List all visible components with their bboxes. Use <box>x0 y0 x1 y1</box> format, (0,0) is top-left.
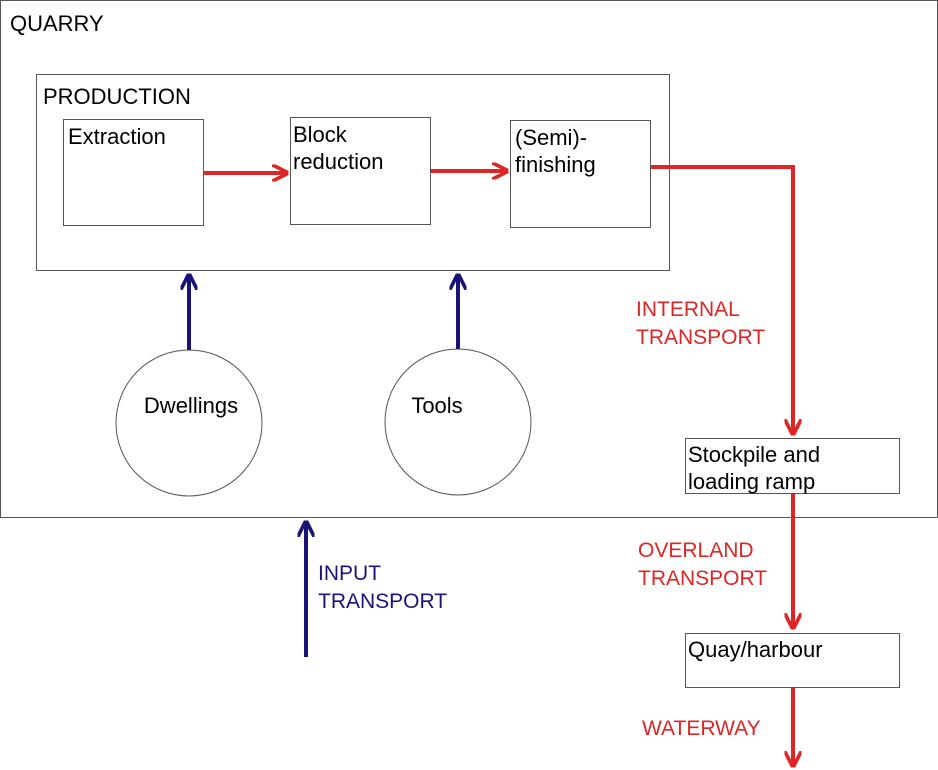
tools-label: Tools <box>411 393 462 418</box>
input-transport-label-line-1: INPUT <box>318 562 381 585</box>
waterway-label: WATERWAY <box>642 717 761 740</box>
overland-transport-label-line-1: OVERLAND <box>638 539 754 562</box>
stockpile-label-line-2: loading ramp <box>688 469 815 494</box>
overland-transport-label-line-2: TRANSPORT <box>638 567 767 590</box>
internal-transport-label: INTERNAL TRANSPORT <box>636 298 765 349</box>
dwellings-circle <box>115 349 263 497</box>
internal-transport-label-line-2: TRANSPORT <box>636 326 765 349</box>
extraction-label-line-1: Extraction <box>68 124 166 149</box>
block-reduction-label-line-1: Block <box>293 122 348 147</box>
internal-transport-label-line-1: INTERNAL <box>636 298 739 321</box>
stockpile-box <box>685 438 900 494</box>
semi-finishing-label: (Semi)- finishing <box>515 125 596 177</box>
block-reduction-label: Block reduction <box>293 122 384 174</box>
quay-box <box>685 633 900 688</box>
extraction-label: Extraction <box>68 124 166 149</box>
extraction-box <box>63 119 204 226</box>
semi-finishing-label-line-2: finishing <box>515 152 596 177</box>
input-transport-label: INPUT TRANSPORT <box>318 562 447 613</box>
semi-finishing-box <box>510 120 651 228</box>
production-label: PRODUCTION <box>43 84 191 109</box>
stockpile-label: Stockpile and loading ramp <box>688 442 826 494</box>
stockpile-label-line-1: Stockpile and <box>688 442 820 467</box>
semi-finishing-label-line-1: (Semi)- <box>515 125 587 150</box>
quay-label: Quay/harbour <box>688 637 823 662</box>
dwellings-label: Dwellings <box>144 393 238 418</box>
overland-transport-label: OVERLAND TRANSPORT <box>638 539 767 590</box>
internal-transport-path <box>651 165 793 434</box>
input-transport-label-line-2: TRANSPORT <box>318 590 447 613</box>
quarry-label: QUARRY <box>10 11 104 36</box>
tools-circle <box>384 348 532 496</box>
block-reduction-label-line-2: reduction <box>293 149 384 174</box>
block-reduction-box <box>290 117 431 225</box>
